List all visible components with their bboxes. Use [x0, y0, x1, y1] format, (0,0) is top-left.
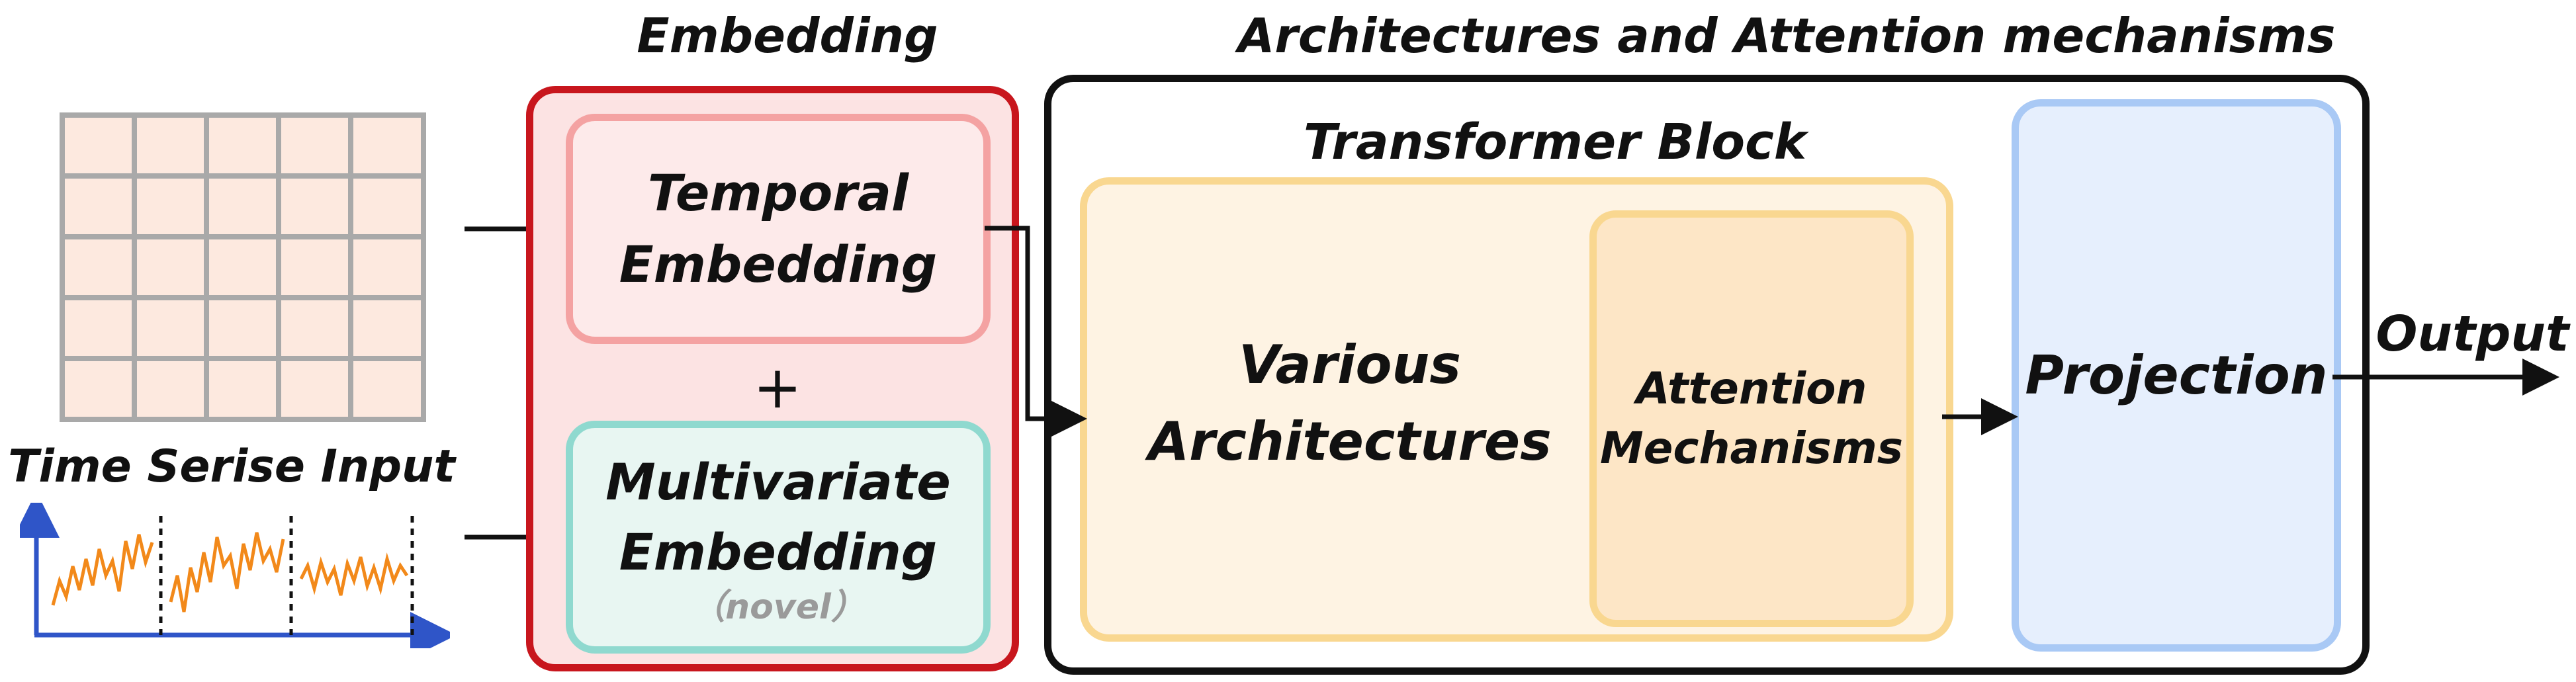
- series-line-1: [51, 534, 154, 606]
- temporal-embedding-label-line2: Embedding: [619, 235, 938, 294]
- time-series-input-label: Time Serise Input: [8, 440, 455, 493]
- plus-sign: +: [753, 353, 802, 421]
- time-series-plot: [20, 503, 450, 648]
- temporal-embedding-box: Temporal Embedding: [566, 114, 991, 344]
- series-line-2: [169, 532, 285, 613]
- input-grid: [60, 112, 426, 422]
- embedding-title: Embedding: [637, 8, 938, 64]
- various-architectures-label: Various Architectures: [1118, 284, 1581, 523]
- various-architectures-line1: Various: [1238, 334, 1462, 396]
- projection-label: Projection: [2025, 345, 2328, 406]
- attention-mechanisms-box: Attention Mechanisms: [1589, 210, 1914, 627]
- various-architectures-line2: Architectures: [1148, 411, 1552, 472]
- attention-mechanisms-line1: Attention: [1636, 363, 1867, 414]
- output-label: Output: [2376, 306, 2569, 362]
- architectures-title: Architectures and Attention mechanisms: [1237, 8, 2336, 64]
- novel-tag: （novel）: [691, 587, 866, 627]
- transformer-block-title: Transformer Block: [1303, 114, 1807, 171]
- attention-mechanisms-line2: Mechanisms: [1599, 423, 1904, 474]
- multivariate-embedding-label-line1: Multivariate: [605, 452, 951, 511]
- temporal-embedding-label-line1: Temporal: [647, 163, 909, 222]
- multivariate-embedding-label-line2: Embedding: [619, 523, 938, 581]
- series-line-3: [299, 552, 409, 596]
- arrow-embedding-to-transformer: [985, 226, 1087, 437]
- multivariate-embedding-box: Multivariate Embedding （novel）: [566, 421, 991, 654]
